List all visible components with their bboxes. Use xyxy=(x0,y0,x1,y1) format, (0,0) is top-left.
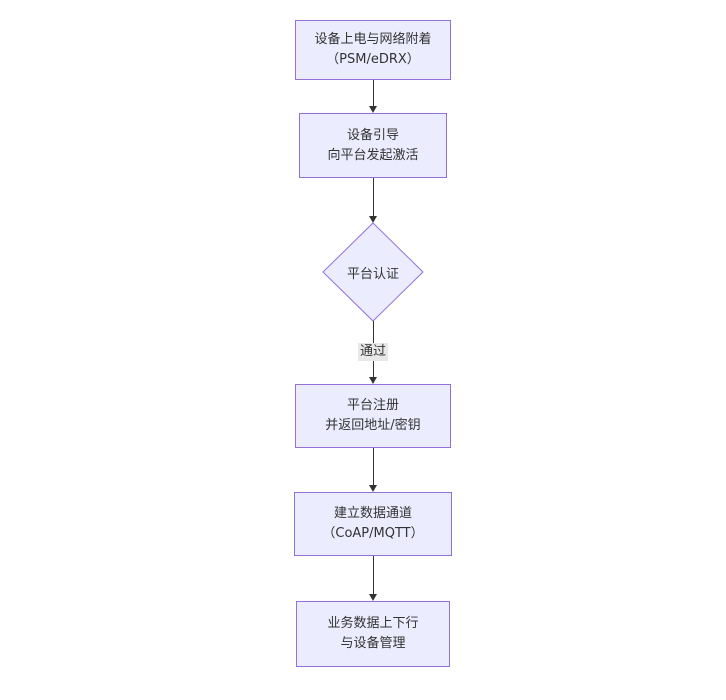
node-line: 与设备管理 xyxy=(340,636,406,651)
node-line: 设备引导 xyxy=(346,127,399,143)
node-line: 平台认证 xyxy=(346,266,399,282)
arrowhead-icon xyxy=(369,106,377,113)
node-line: （CoAP/MQTT） xyxy=(322,526,424,541)
node-data-channel: 建立数据通道 （CoAP/MQTT） xyxy=(294,492,452,556)
decision-platform-auth: 平台认证 xyxy=(322,222,424,322)
node-device-bootstrap: 设备引导 向平台发起激活 xyxy=(299,113,447,178)
arrow-shaft xyxy=(372,178,374,217)
flow-arrow-d-e xyxy=(368,448,378,492)
flow-arrow-e-f xyxy=(368,556,378,601)
node-line: 业务数据上下行 xyxy=(327,616,419,631)
edge-label-pass: 通过 xyxy=(357,343,389,361)
arrow-shaft xyxy=(372,448,374,486)
node-line: 向平台发起激活 xyxy=(327,147,419,163)
node-platform-register: 平台注册 并返回地址/密钥 xyxy=(295,384,451,448)
node-line: 设备上电与网络附着 xyxy=(314,32,432,47)
node-line: 并返回地址/密钥 xyxy=(325,418,421,433)
arrow-shaft xyxy=(372,80,374,107)
arrowhead-icon xyxy=(369,594,377,601)
flow-arrow-a-b xyxy=(368,80,378,113)
node-line: （PSM/eDRX） xyxy=(326,52,420,67)
node-business-data-device-mgmt: 业务数据上下行 与设备管理 xyxy=(296,601,450,667)
flow-arrow-b-c xyxy=(368,178,378,223)
arrow-shaft xyxy=(372,556,374,595)
arrowhead-icon xyxy=(369,485,377,492)
node-line: 平台注册 xyxy=(346,398,399,413)
arrowhead-icon xyxy=(369,216,377,223)
node-line: 建立数据通道 xyxy=(333,506,412,521)
node-device-power-network-attach: 设备上电与网络附着 （PSM/eDRX） xyxy=(295,20,451,80)
arrowhead-icon xyxy=(369,377,377,384)
